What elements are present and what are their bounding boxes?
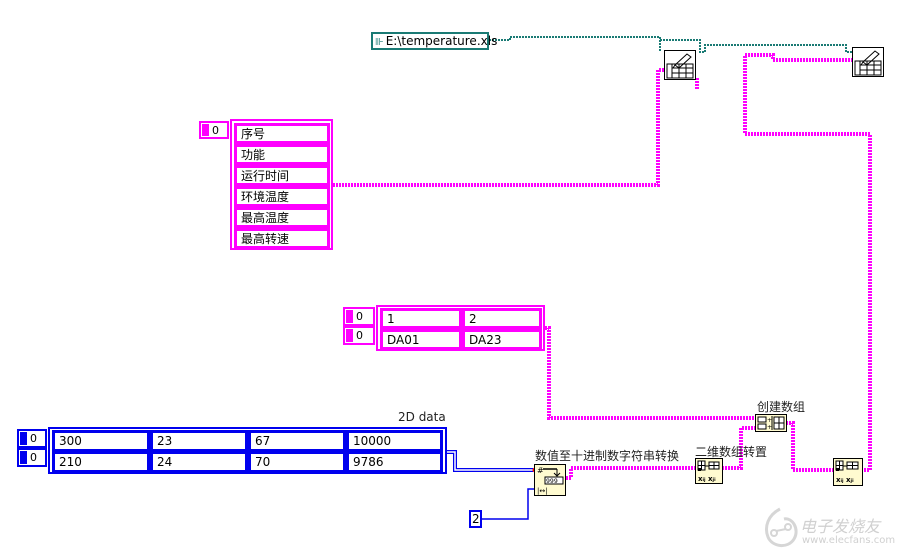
transpose-2d-array-label: 二维数组转置 [695,445,768,459]
numeric-array-row-index[interactable]: 0 [17,429,47,448]
numeric-array-col-index-value[interactable]: 0 [29,451,44,464]
number-to-decimal-string-node[interactable]: # 999 |↔| [534,464,566,496]
transpose-to-write-wire[interactable] [743,53,872,472]
numeric-2d-array[interactable]: 300 23 67 10000 210 24 70 9786 [48,427,447,474]
build-to-transpose-wire[interactable] [786,421,833,472]
numeric-array-wire-inner [447,451,533,471]
path-wire-1[interactable] [489,36,661,52]
transpose-2d-array-node-2[interactable]: xᵢⱼ xⱼᵢ [833,458,863,486]
numeric-array-cell[interactable]: 70 [248,451,346,473]
numeric-array-wire[interactable] [447,450,533,472]
index-spinner[interactable] [346,329,353,342]
svg-text:|↔|: |↔| [537,487,548,495]
write-to-spreadsheet-icon [666,53,694,79]
watermark-title: 电子发烧友 [800,517,881,536]
numeric-array-cell[interactable]: 9786 [346,451,443,473]
build-array-label: 创建数组 [757,400,806,414]
write-to-spreadsheet-node-2[interactable] [852,47,884,77]
index-spinner[interactable] [346,310,353,323]
path-wire-2[interactable] [660,39,852,53]
write-to-spreadsheet-node-1[interactable] [664,50,696,80]
write-to-spreadsheet-icon [854,50,882,76]
numeric-array-col-index[interactable]: 0 [17,448,47,467]
index-spinner[interactable] [20,432,27,445]
header-wire[interactable] [333,68,664,187]
build-array-icon: + + [757,416,785,431]
transpose-2d-array-icon: xᵢⱼ xⱼᵢ [697,460,720,483]
numeric-array-label: 2D data [398,410,446,424]
transpose-2d-array-icon: xᵢⱼ xⱼᵢ [835,460,859,484]
header-array-element[interactable]: 最高转速 [234,228,330,249]
build-array-node[interactable]: + + [755,414,787,432]
string-array-col-index[interactable]: 0 [343,326,375,345]
svg-text:#: # [537,466,544,475]
digits-glyph: 999 [546,477,558,485]
svg-text:xᵢⱼ xⱼᵢ: xᵢⱼ xⱼᵢ [698,475,716,483]
header-array-element[interactable]: 功能 [234,144,330,165]
index-spinner[interactable] [20,451,27,464]
decimal-string-wire[interactable] [566,466,695,480]
watermark-url: www.elecfans.com [802,535,896,546]
number-to-decimal-string-label: 数值至十进制数字符串转换 [535,449,680,463]
numeric-array-cell[interactable]: 10000 [346,430,443,452]
header-array-index-value[interactable]: 0 [211,124,226,137]
svg-text:+: + [767,424,772,431]
string-array-row-index-value[interactable]: 0 [355,310,372,323]
numeric-array-cell[interactable]: 23 [150,430,248,452]
header-array-index[interactable]: 0 [199,121,229,139]
string-array-cell[interactable]: DA01 [380,329,462,350]
numeric-array-cell[interactable]: 210 [52,451,150,473]
numeric-array-cell[interactable]: 24 [150,451,248,473]
string-2d-array[interactable]: 1 2 DA01 DA23 [376,305,545,351]
header-array-element[interactable]: 序号 [234,123,330,144]
file-path-value: E:\temperature.xls [385,34,498,48]
header-array-element[interactable]: 最高温度 [234,207,330,228]
file-path-constant[interactable]: ⊪E:\temperature.xls [371,32,497,50]
numeric-array-cell[interactable]: 67 [248,430,346,452]
header-array-element[interactable]: 环境温度 [234,186,330,207]
transpose-2d-array-node-1[interactable]: xᵢⱼ xⱼᵢ [695,458,723,484]
svg-text:xᵢⱼ xⱼᵢ: xᵢⱼ xⱼᵢ [836,476,854,484]
width-wire[interactable] [482,488,535,520]
string-array-row-index[interactable]: 0 [343,307,375,326]
numeric-array-cell[interactable]: 300 [52,430,150,452]
index-spinner[interactable] [202,124,209,136]
string-array-cell[interactable]: DA23 [462,329,542,350]
header-array-element[interactable]: 运行时间 [234,165,330,186]
string-array-cell[interactable]: 2 [462,308,542,329]
transpose-to-build-wire[interactable] [722,426,757,470]
width-constant[interactable]: 2 [469,510,482,528]
elecfans-logo-icon [765,507,798,547]
header-string-array[interactable]: 序号 功能 运行时间 环境温度 最高温度 最高转速 [230,119,333,250]
numeric-array-row-index-value[interactable]: 0 [29,432,44,445]
svg-text:+: + [767,417,772,424]
string-array-wire[interactable] [545,326,757,420]
path-icon: ⊪ [375,37,384,48]
number-to-decimal-string-icon: # 999 |↔| [537,466,564,495]
string-array-cell[interactable]: 1 [380,308,462,329]
string-array-col-index-value[interactable]: 0 [355,329,372,342]
